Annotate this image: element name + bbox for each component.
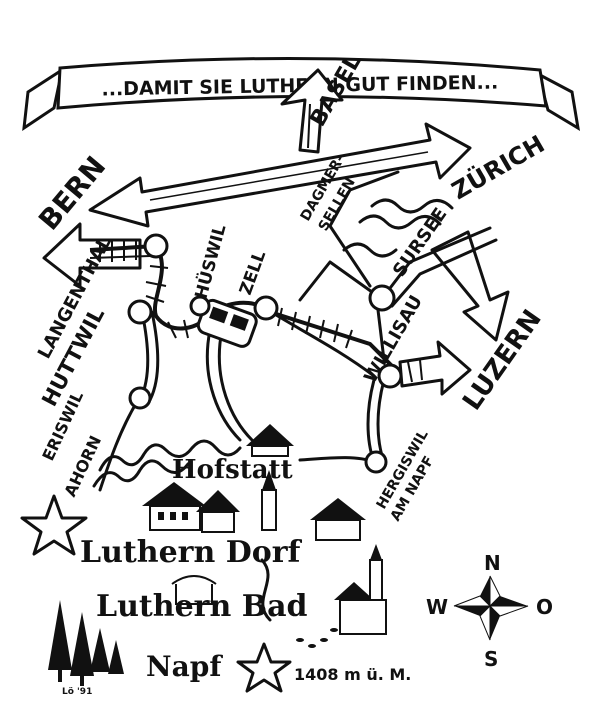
label-napf-altitude: 1408 m ü. M.	[294, 665, 411, 684]
compass-south: S	[484, 647, 498, 671]
compass-west: W	[426, 595, 448, 619]
luthern-bad-chapel	[171, 544, 387, 635]
station-willisau	[377, 363, 403, 389]
station-huswil	[189, 295, 211, 317]
label-napf: Napf	[146, 650, 223, 683]
station-eriswil	[128, 386, 152, 410]
label-luthern-dorf: Luthern Dorf	[80, 535, 303, 570]
bern-zurich-arrow	[88, 122, 472, 228]
station-zell	[253, 295, 279, 321]
compass-rose	[453, 575, 529, 641]
bern-rail-arrow	[42, 222, 142, 288]
hofstatt-houses	[246, 424, 294, 457]
label-zurich: ZÜRICH	[446, 128, 549, 205]
compass-north: N	[484, 551, 501, 575]
label-hofstatt: Hofstatt	[172, 455, 293, 485]
luthern-dorf-houses	[142, 470, 366, 541]
station-langenthal	[143, 233, 169, 259]
station-huttwil	[127, 299, 153, 325]
basel-arrow	[280, 68, 344, 154]
star-icon-napf	[236, 642, 292, 693]
rivers	[92, 198, 454, 488]
artist-signature: Lö '91	[62, 687, 92, 697]
label-huswil: HÜSWIL	[190, 222, 231, 301]
label-bern: BERN	[32, 150, 112, 237]
forest-trees	[48, 600, 124, 686]
label-luthern-bad: Luthern Bad	[96, 589, 308, 624]
compass-east: O	[536, 595, 553, 619]
label-zell: ZELL	[236, 248, 270, 298]
luzern-arrow-right	[398, 340, 472, 396]
label-luzern: LUZERN	[457, 304, 548, 416]
footprints	[296, 628, 338, 648]
label-ahorn: AHORN	[60, 433, 105, 500]
star-icon-ahorn	[20, 494, 88, 556]
station-hergiswil	[364, 450, 388, 474]
